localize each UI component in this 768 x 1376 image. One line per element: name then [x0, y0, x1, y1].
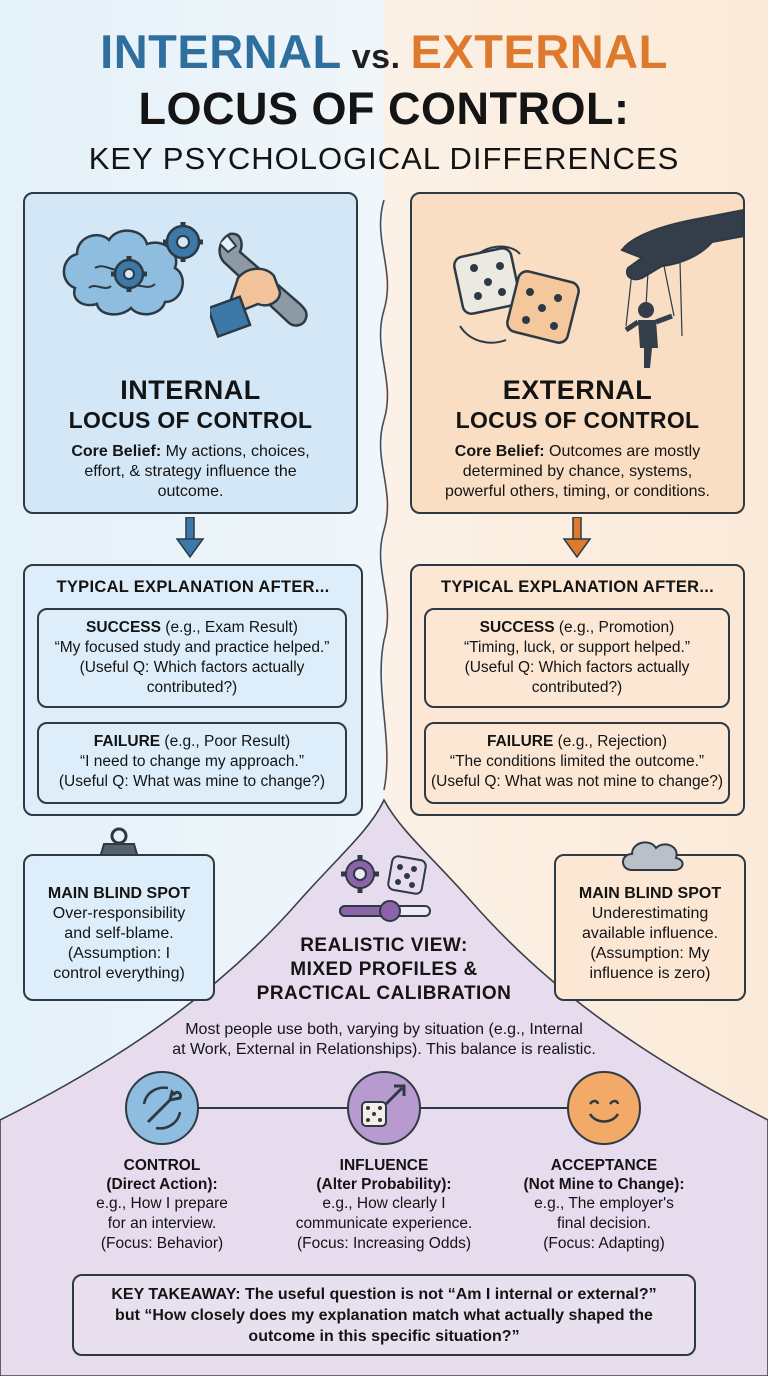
internal-explanation-title: TYPICAL EXPLANATION AFTER...	[56, 578, 330, 596]
puppet-hand-icon	[620, 208, 745, 368]
spectrum-acceptance: ACCEPTANCE (Not Mine to Change): e.g., T…	[523, 1157, 685, 1252]
title-line-2: LOCUS OF CONTROL:	[138, 83, 630, 134]
internal-heading: INTERNAL	[120, 375, 261, 405]
external-card: EXTERNAL LOCUS OF CONTROL Core Belief: O…	[410, 192, 745, 514]
external-success-box: SUCCESS (e.g., Promotion) “Timing, luck,…	[424, 608, 730, 708]
internal-core-belief: Core Belief: My actions, choices, effort…	[71, 443, 310, 500]
internal-success-box: SUCCESS (e.g., Exam Result) “My focused …	[37, 608, 347, 708]
wrench-cycle-icon	[125, 1071, 199, 1145]
gear-dice-icon	[341, 855, 427, 895]
external-core-belief: Core Belief: Outcomes are mostly determi…	[444, 443, 710, 500]
external-down-arrow-icon	[562, 517, 592, 559]
cloud-icon	[622, 841, 684, 871]
external-subheading: LOCUS OF CONTROL	[455, 407, 700, 433]
smile-icon	[567, 1071, 641, 1145]
internal-subheading: LOCUS OF CONTROL	[68, 407, 313, 433]
internal-failure-box: FAILURE (e.g., Poor Result) “I need to c…	[37, 722, 347, 804]
internal-explanation-card: TYPICAL EXPLANATION AFTER... SUCCESS (e.…	[23, 564, 363, 816]
realistic-heading: REALISTIC VIEW: MIXED PROFILES & PRACTIC…	[256, 935, 512, 1004]
dice-icon	[453, 245, 580, 344]
internal-card: INTERNAL LOCUS OF CONTROL Core Belief: M…	[23, 192, 358, 514]
external-blind-spot: MAIN BLIND SPOT Underestimating availabl…	[554, 854, 746, 1001]
spectrum-control: CONTROL (Direct Action): e.g., How I pre…	[96, 1157, 228, 1252]
brain-gears-icon	[62, 222, 203, 316]
external-explanation-card: TYPICAL EXPLANATION AFTER... SUCCESS (e.…	[410, 564, 745, 816]
internal-down-arrow-icon	[175, 517, 205, 559]
key-takeaway: KEY TAKEAWAY: The useful question is not…	[72, 1274, 696, 1356]
realistic-description: Most people use both, varying by situati…	[172, 1021, 596, 1058]
title-external: EXTERNAL	[410, 25, 668, 78]
title-internal: INTERNAL	[100, 25, 342, 78]
dice-arrow-icon	[347, 1071, 421, 1145]
wrench-hand-icon	[210, 232, 308, 339]
internal-blind-spot: MAIN BLIND SPOT Over-responsibility and …	[23, 854, 215, 1001]
external-failure-box: FAILURE (e.g., Rejection) “The condition…	[424, 722, 730, 804]
external-explanation-title: TYPICAL EXPLANATION AFTER...	[440, 578, 715, 596]
title-line-3: KEY PSYCHOLOGICAL DIFFERENCES	[88, 141, 680, 176]
external-heading: EXTERNAL	[502, 375, 653, 405]
slider-icon	[339, 900, 431, 922]
title-vs: vs.	[351, 38, 401, 76]
spectrum-influence: INFLUENCE (Alter Probability): e.g., How…	[295, 1157, 473, 1252]
